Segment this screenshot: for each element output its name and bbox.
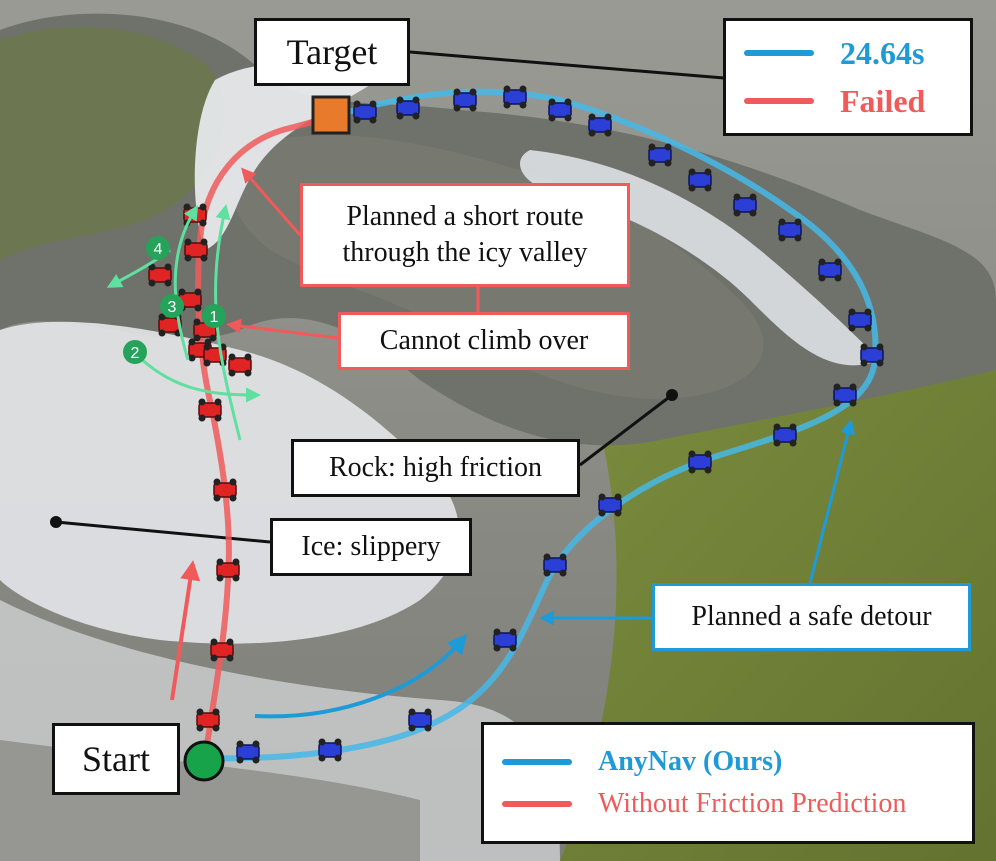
ice-callout-line xyxy=(55,520,271,544)
anynav-robot-7 xyxy=(688,450,712,474)
anynav-robot-16 xyxy=(648,143,672,167)
target-label-text: Target xyxy=(286,32,378,72)
retry-arc-1 xyxy=(214,204,242,441)
ours-direction-arrow xyxy=(254,633,468,719)
anynav-robot-22 xyxy=(353,100,377,124)
baseline-robot-8 xyxy=(184,238,208,262)
short-route-line-1: Planned a short route xyxy=(346,200,584,232)
ice-text: Ice: slippery xyxy=(301,531,441,562)
svg-text:4: 4 xyxy=(154,241,163,258)
anynav-robot-5 xyxy=(543,553,567,577)
baseline-result-text: Failed xyxy=(840,82,926,119)
method-legend-baseline-row: Without Friction Prediction xyxy=(502,783,906,825)
baseline-direction-arrow xyxy=(170,560,201,701)
attempt-marker-2: 2 xyxy=(123,340,147,364)
attempt-marker-4: 4 xyxy=(146,236,170,260)
baseline-robot-1 xyxy=(196,708,220,732)
baseline-path xyxy=(195,113,338,761)
ice-callout: Ice: slippery xyxy=(270,518,472,576)
rock-callout: Rock: high friction xyxy=(291,439,580,497)
rock-callout-line xyxy=(579,393,673,467)
retry-arc-2 xyxy=(130,348,261,403)
detour-text: Planned a safe detour xyxy=(691,601,932,632)
detour-callout: Planned a safe detour xyxy=(652,583,971,651)
anynav-robot-11 xyxy=(848,308,872,332)
ice-point-marker xyxy=(50,516,62,528)
anynav-robot-6 xyxy=(598,493,622,517)
baseline-robot-12 xyxy=(228,353,252,377)
anynav-robot-4 xyxy=(493,628,517,652)
cannot-climb-text: Cannot climb over xyxy=(379,325,589,356)
rock-text: Rock: high friction xyxy=(328,452,543,483)
start-label-text: Start xyxy=(82,739,150,779)
anynav-robot-1 xyxy=(236,740,260,764)
cannot-climb-pointer xyxy=(226,318,339,340)
method-legend-ours-row: AnyNav (Ours) xyxy=(502,741,782,783)
anynav-robot-10 xyxy=(860,343,884,367)
baseline-robot-5 xyxy=(198,398,222,422)
anynav-robot-3 xyxy=(408,708,432,732)
anynav-legend-text: AnyNav (Ours) xyxy=(598,746,783,777)
anynav-robot-20 xyxy=(453,88,477,112)
baseline-method-legend-text: Without Friction Prediction xyxy=(598,788,907,819)
svg-text:3: 3 xyxy=(168,299,177,316)
anynav-robot-2 xyxy=(318,738,342,762)
baseline-robot-trail xyxy=(148,203,252,732)
target-callout-line xyxy=(409,50,725,80)
result-legend-baseline-row: Failed xyxy=(744,77,925,125)
anynav-robot-17 xyxy=(588,113,612,137)
anynav-robot-15 xyxy=(688,168,712,192)
method-legend: AnyNav (Ours) Without Friction Predictio… xyxy=(481,722,975,844)
anynav-robot-8 xyxy=(773,423,797,447)
anynav-robot-12 xyxy=(818,258,842,282)
baseline-robot-14 xyxy=(148,263,172,287)
start-marker xyxy=(183,740,225,782)
target-marker xyxy=(311,95,351,135)
anynav-robot-18 xyxy=(548,98,572,122)
short-route-callout: Planned a short route through the icy va… xyxy=(300,183,630,287)
baseline-robot-2 xyxy=(210,638,234,662)
rock-point-marker xyxy=(666,389,678,401)
anynav-robot-trail xyxy=(236,85,884,764)
baseline-method-legend-swatch xyxy=(502,801,572,807)
retry-arc-3 xyxy=(173,204,199,361)
baseline-robot-4 xyxy=(213,478,237,502)
anynav-robot-13 xyxy=(778,218,802,242)
anynav-path xyxy=(202,88,879,762)
start-label: Start xyxy=(52,723,180,795)
result-legend: 24.64s Failed xyxy=(723,18,973,136)
short-route-line-2: through the icy valley xyxy=(342,237,588,268)
moss-patch xyxy=(0,26,225,260)
anynav-robot-21 xyxy=(396,96,420,120)
anynav-robot-9 xyxy=(833,383,857,407)
result-legend-ours-row: 24.64s xyxy=(744,29,924,77)
anynav-robot-19 xyxy=(503,85,527,109)
baseline-robot-3 xyxy=(216,558,240,582)
short-route-pointer xyxy=(241,167,302,236)
baseline-legend-swatch xyxy=(744,98,814,104)
cannot-climb-callout: Cannot climb over xyxy=(338,312,630,370)
detour-pointer-upper xyxy=(808,419,856,584)
anynav-legend-swatch xyxy=(502,759,572,765)
attempt-marker-3: 3 xyxy=(160,294,184,318)
anynav-robot-14 xyxy=(733,193,757,217)
attempt-marker-1: 1 xyxy=(202,304,226,328)
ours-legend-swatch xyxy=(744,50,814,56)
svg-text:2: 2 xyxy=(131,345,140,362)
svg-text:1: 1 xyxy=(210,309,219,326)
ours-time-text: 24.64s xyxy=(840,34,925,71)
target-label: Target xyxy=(254,18,410,86)
